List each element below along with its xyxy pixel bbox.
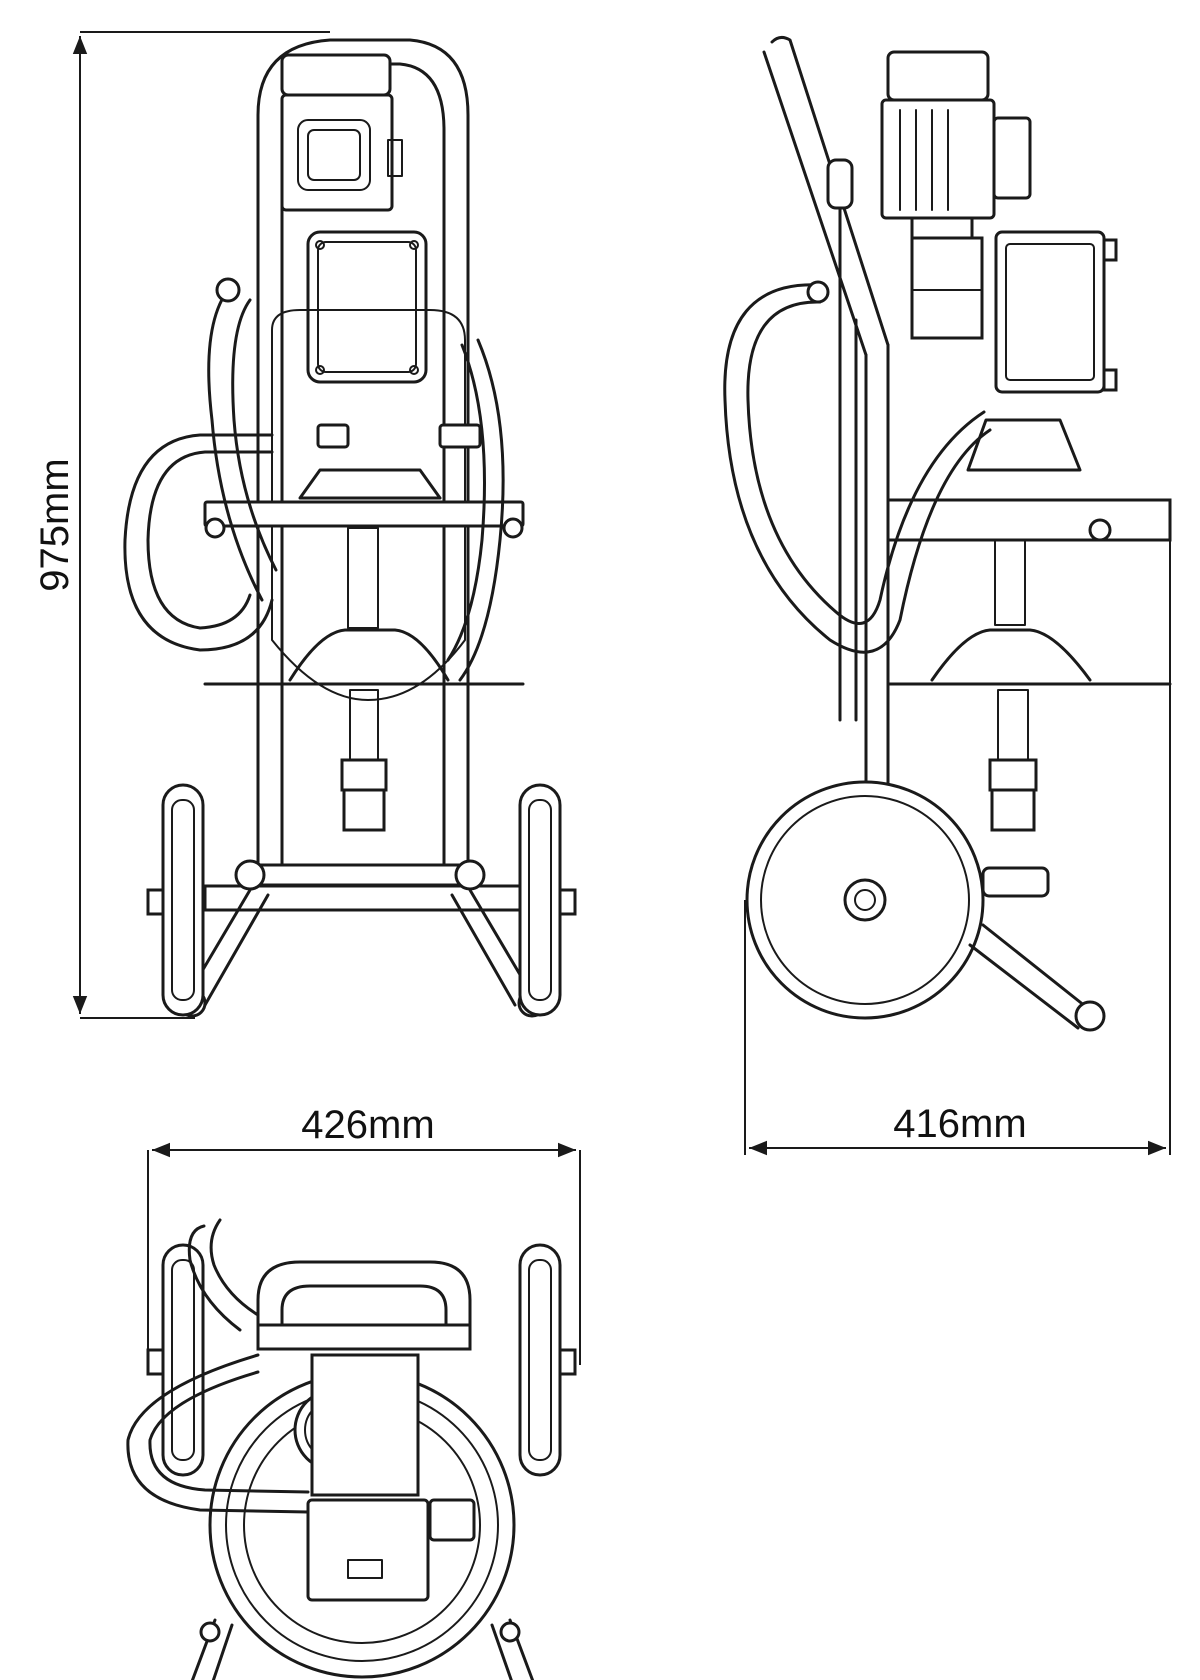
side-view <box>723 35 1172 1032</box>
front-view <box>123 38 577 1018</box>
front-width-dimension-label: 426mm <box>301 1103 434 1147</box>
front-width-dimension: 426mm <box>147 1103 581 1365</box>
side-width-dimension: 416mm <box>744 540 1171 1156</box>
height-dimension: 975mm <box>33 31 330 1019</box>
top-view <box>126 1218 577 1680</box>
side-width-dimension-label: 416mm <box>893 1102 1026 1146</box>
height-dimension-label: 975mm <box>33 458 77 591</box>
